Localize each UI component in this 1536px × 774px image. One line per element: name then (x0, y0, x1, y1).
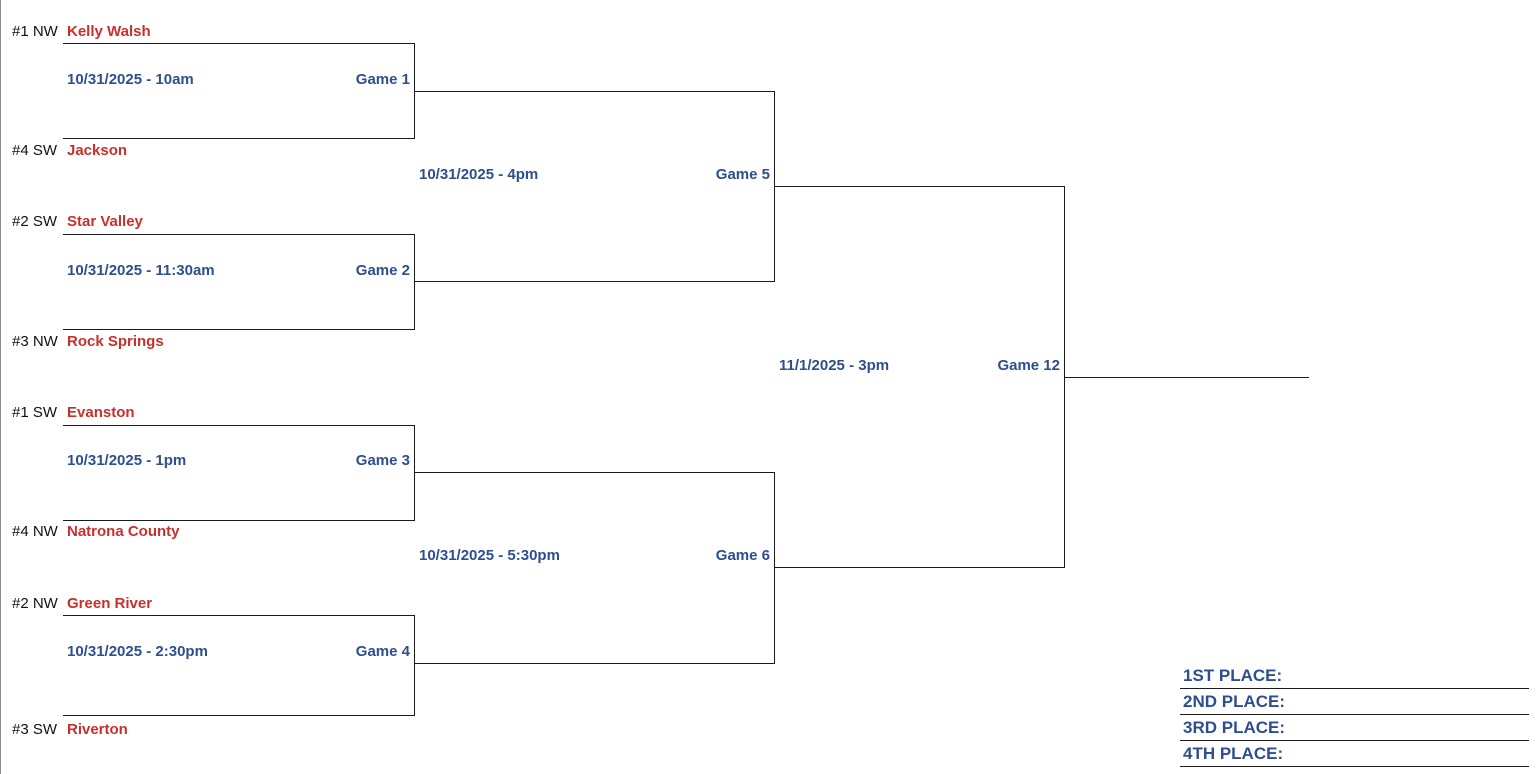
seed-label: #2 SW (12, 213, 58, 230)
bracket-connector-game-4 (414, 615, 415, 716)
bracket-connector-game-6 (774, 472, 775, 664)
game-time: 10/31/2025 - 2:30pm (67, 643, 208, 660)
seed-label: #4 SW (12, 142, 58, 159)
bracket-line-winner-game-1 (414, 91, 775, 92)
seed-label: #3 NW (12, 333, 58, 350)
team-name: Green River (67, 595, 153, 612)
game-time: 10/31/2025 - 1pm (67, 452, 187, 469)
game-time: 10/31/2025 - 10am (67, 71, 194, 88)
bracket-line-winner-game-5 (774, 186, 1065, 187)
bracket-line-winner-game-6 (774, 567, 1065, 568)
game-label: Game 1 (355, 71, 410, 88)
bracket-line-team-4 (63, 329, 415, 330)
bracket-line-team-8 (63, 715, 415, 716)
bracket-line-team-2 (63, 138, 415, 139)
seed-label: #1 NW (12, 23, 58, 40)
bracket-line-champion (1064, 377, 1309, 378)
team-name: Star Valley (67, 213, 143, 230)
game-time: 10/31/2025 - 4pm (419, 166, 539, 183)
bracket-line-winner-game-2 (414, 281, 775, 282)
team-name: Kelly Walsh (67, 23, 151, 40)
bracket-line-team-6 (63, 520, 415, 521)
game-label: Game 5 (715, 166, 770, 183)
game-time: 10/31/2025 - 11:30am (67, 262, 215, 279)
seed-label: #2 NW (12, 595, 58, 612)
bracket-line-winner-game-3 (414, 472, 775, 473)
game-label: Game 4 (355, 643, 410, 660)
place-line-3rd (1180, 740, 1529, 741)
game-time: 10/31/2025 - 5:30pm (419, 547, 560, 564)
bracket-line-team-3 (63, 234, 415, 235)
place-label-4th: 4TH PLACE: (1183, 744, 1284, 763)
place-line-4th (1180, 766, 1529, 767)
bracket-line-team-1 (63, 43, 415, 44)
team-name: Rock Springs (67, 333, 164, 350)
team-name: Riverton (67, 721, 128, 738)
team-name: Evanston (67, 404, 135, 421)
bracket-line-winner-game-4 (414, 663, 775, 664)
place-label-1st: 1ST PLACE: (1183, 666, 1283, 685)
seed-label: #1 SW (12, 404, 58, 421)
game-time: 11/1/2025 - 3pm (779, 357, 890, 374)
team-name: Jackson (67, 142, 128, 159)
page-left-border (0, 0, 1, 774)
seed-label: #4 NW (12, 523, 58, 540)
game-label: Game 3 (355, 452, 410, 469)
bracket-connector-game-2 (414, 234, 415, 330)
game-label: Game 2 (355, 262, 410, 279)
bracket-line-team-7 (63, 615, 415, 616)
place-line-1st (1180, 688, 1529, 689)
place-label-2nd: 2ND PLACE: (1183, 692, 1286, 711)
place-label-3rd: 3RD PLACE: (1183, 718, 1286, 737)
place-line-2nd (1180, 714, 1529, 715)
bracket-line-team-5 (63, 425, 415, 426)
seed-label: #3 SW (12, 721, 58, 738)
team-name: Natrona County (67, 523, 180, 540)
bracket-connector-game-3 (414, 425, 415, 521)
game-label: Game 12 (997, 357, 1060, 374)
game-label: Game 6 (715, 547, 770, 564)
